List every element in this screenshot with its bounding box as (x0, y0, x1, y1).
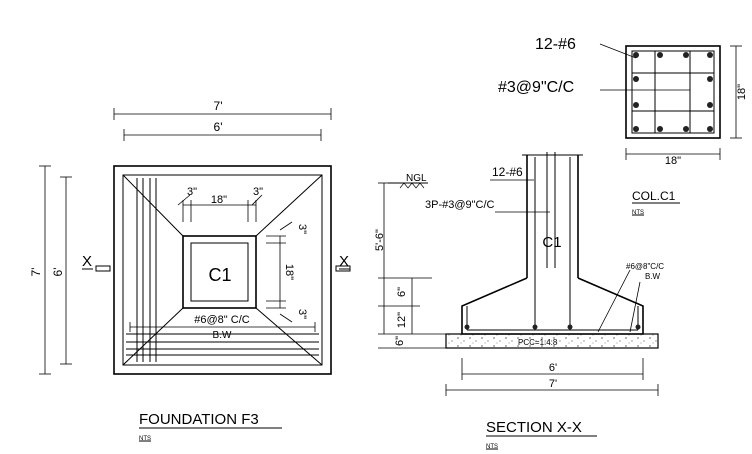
section-dim-pcc: 6" (394, 336, 406, 346)
section-dim-pcc-width: 7' (549, 378, 557, 390)
col-offset-top-text: 3" (296, 224, 308, 234)
col-width-text: 18" (211, 194, 227, 206)
column-title-note: NTS (632, 210, 644, 216)
section-main-bars: 12-#6 (492, 165, 523, 179)
column-bars (633, 52, 713, 132)
foundation-title: FOUNDATION F3 (139, 411, 259, 428)
column-ties: #3@9"C/C (498, 79, 574, 96)
dim-overall-height-text: 7' (29, 268, 43, 277)
section-dim-depth: 5'-6" (374, 229, 386, 251)
foundation-title-note: NTS (139, 436, 151, 442)
footing-outline (113, 165, 332, 375)
foundation-plan: 7' 6' 7' 6' C1 (29, 99, 351, 442)
dim-overall-height: 7' (29, 165, 51, 375)
section-dim-slope: 6" (396, 287, 408, 297)
section-title: SECTION X-X (486, 419, 582, 436)
pcc-layer (445, 333, 659, 349)
ngl-marker: NGL (388, 173, 428, 189)
section-bw-label: B.W (645, 272, 661, 281)
dim-inner-width: 6' (123, 120, 322, 141)
section-column-label: C1 (542, 234, 561, 251)
section-rebar-label: #6@8"C/C (626, 262, 664, 271)
section-marker-right: X (335, 253, 351, 272)
svg-text:NGL: NGL (406, 173, 427, 184)
bw-label: B.W (213, 330, 232, 341)
column-section-outline (625, 45, 721, 139)
column-label: C1 (208, 265, 231, 285)
footing-inner-outline (122, 174, 323, 366)
section-marker-left: X (82, 253, 111, 272)
dim-inner-height-text: 6' (51, 268, 65, 277)
section-ties: 3P-#3@9"C/C (425, 199, 495, 211)
svg-text:X: X (339, 253, 349, 270)
section-dim-footing-width: 6' (549, 362, 557, 374)
column-tie-outline (631, 50, 715, 134)
pcc-label: PCC=1:4:8 (518, 338, 558, 347)
column-main-bars: 12-#6 (535, 36, 576, 53)
footing-section (461, 277, 644, 335)
column-section: 12-#6 #3@9"C/C 18" 18" COL.C1 NTS (498, 36, 748, 216)
column-dim-width: 18" (665, 155, 681, 167)
section-xx: NGL C1 PCC=1:4:8 12-#6 3P-#3@9"C/C #6@8"… (374, 152, 664, 450)
column-title: COL.C1 (632, 189, 676, 203)
dim-overall-width: 7' (113, 99, 332, 120)
col-offset-bottom-text: 3" (296, 309, 308, 319)
svg-text:X: X (82, 253, 92, 270)
column-outline (190, 242, 249, 302)
pedestal-outline (182, 235, 257, 309)
dim-overall-width-text: 7' (214, 99, 223, 113)
col-height-text: 18" (283, 264, 295, 280)
col-offset-left-text: 3" (187, 186, 197, 198)
section-dim-base: 12" (396, 312, 408, 328)
dim-inner-height: 6' (51, 176, 72, 365)
rebar-label: #6@8" C/C (194, 314, 249, 326)
section-title-note: NTS (486, 444, 498, 450)
col-offset-right-text: 3" (253, 186, 263, 198)
column-dim-height: 18" (736, 84, 748, 100)
dim-inner-width-text: 6' (214, 120, 223, 134)
